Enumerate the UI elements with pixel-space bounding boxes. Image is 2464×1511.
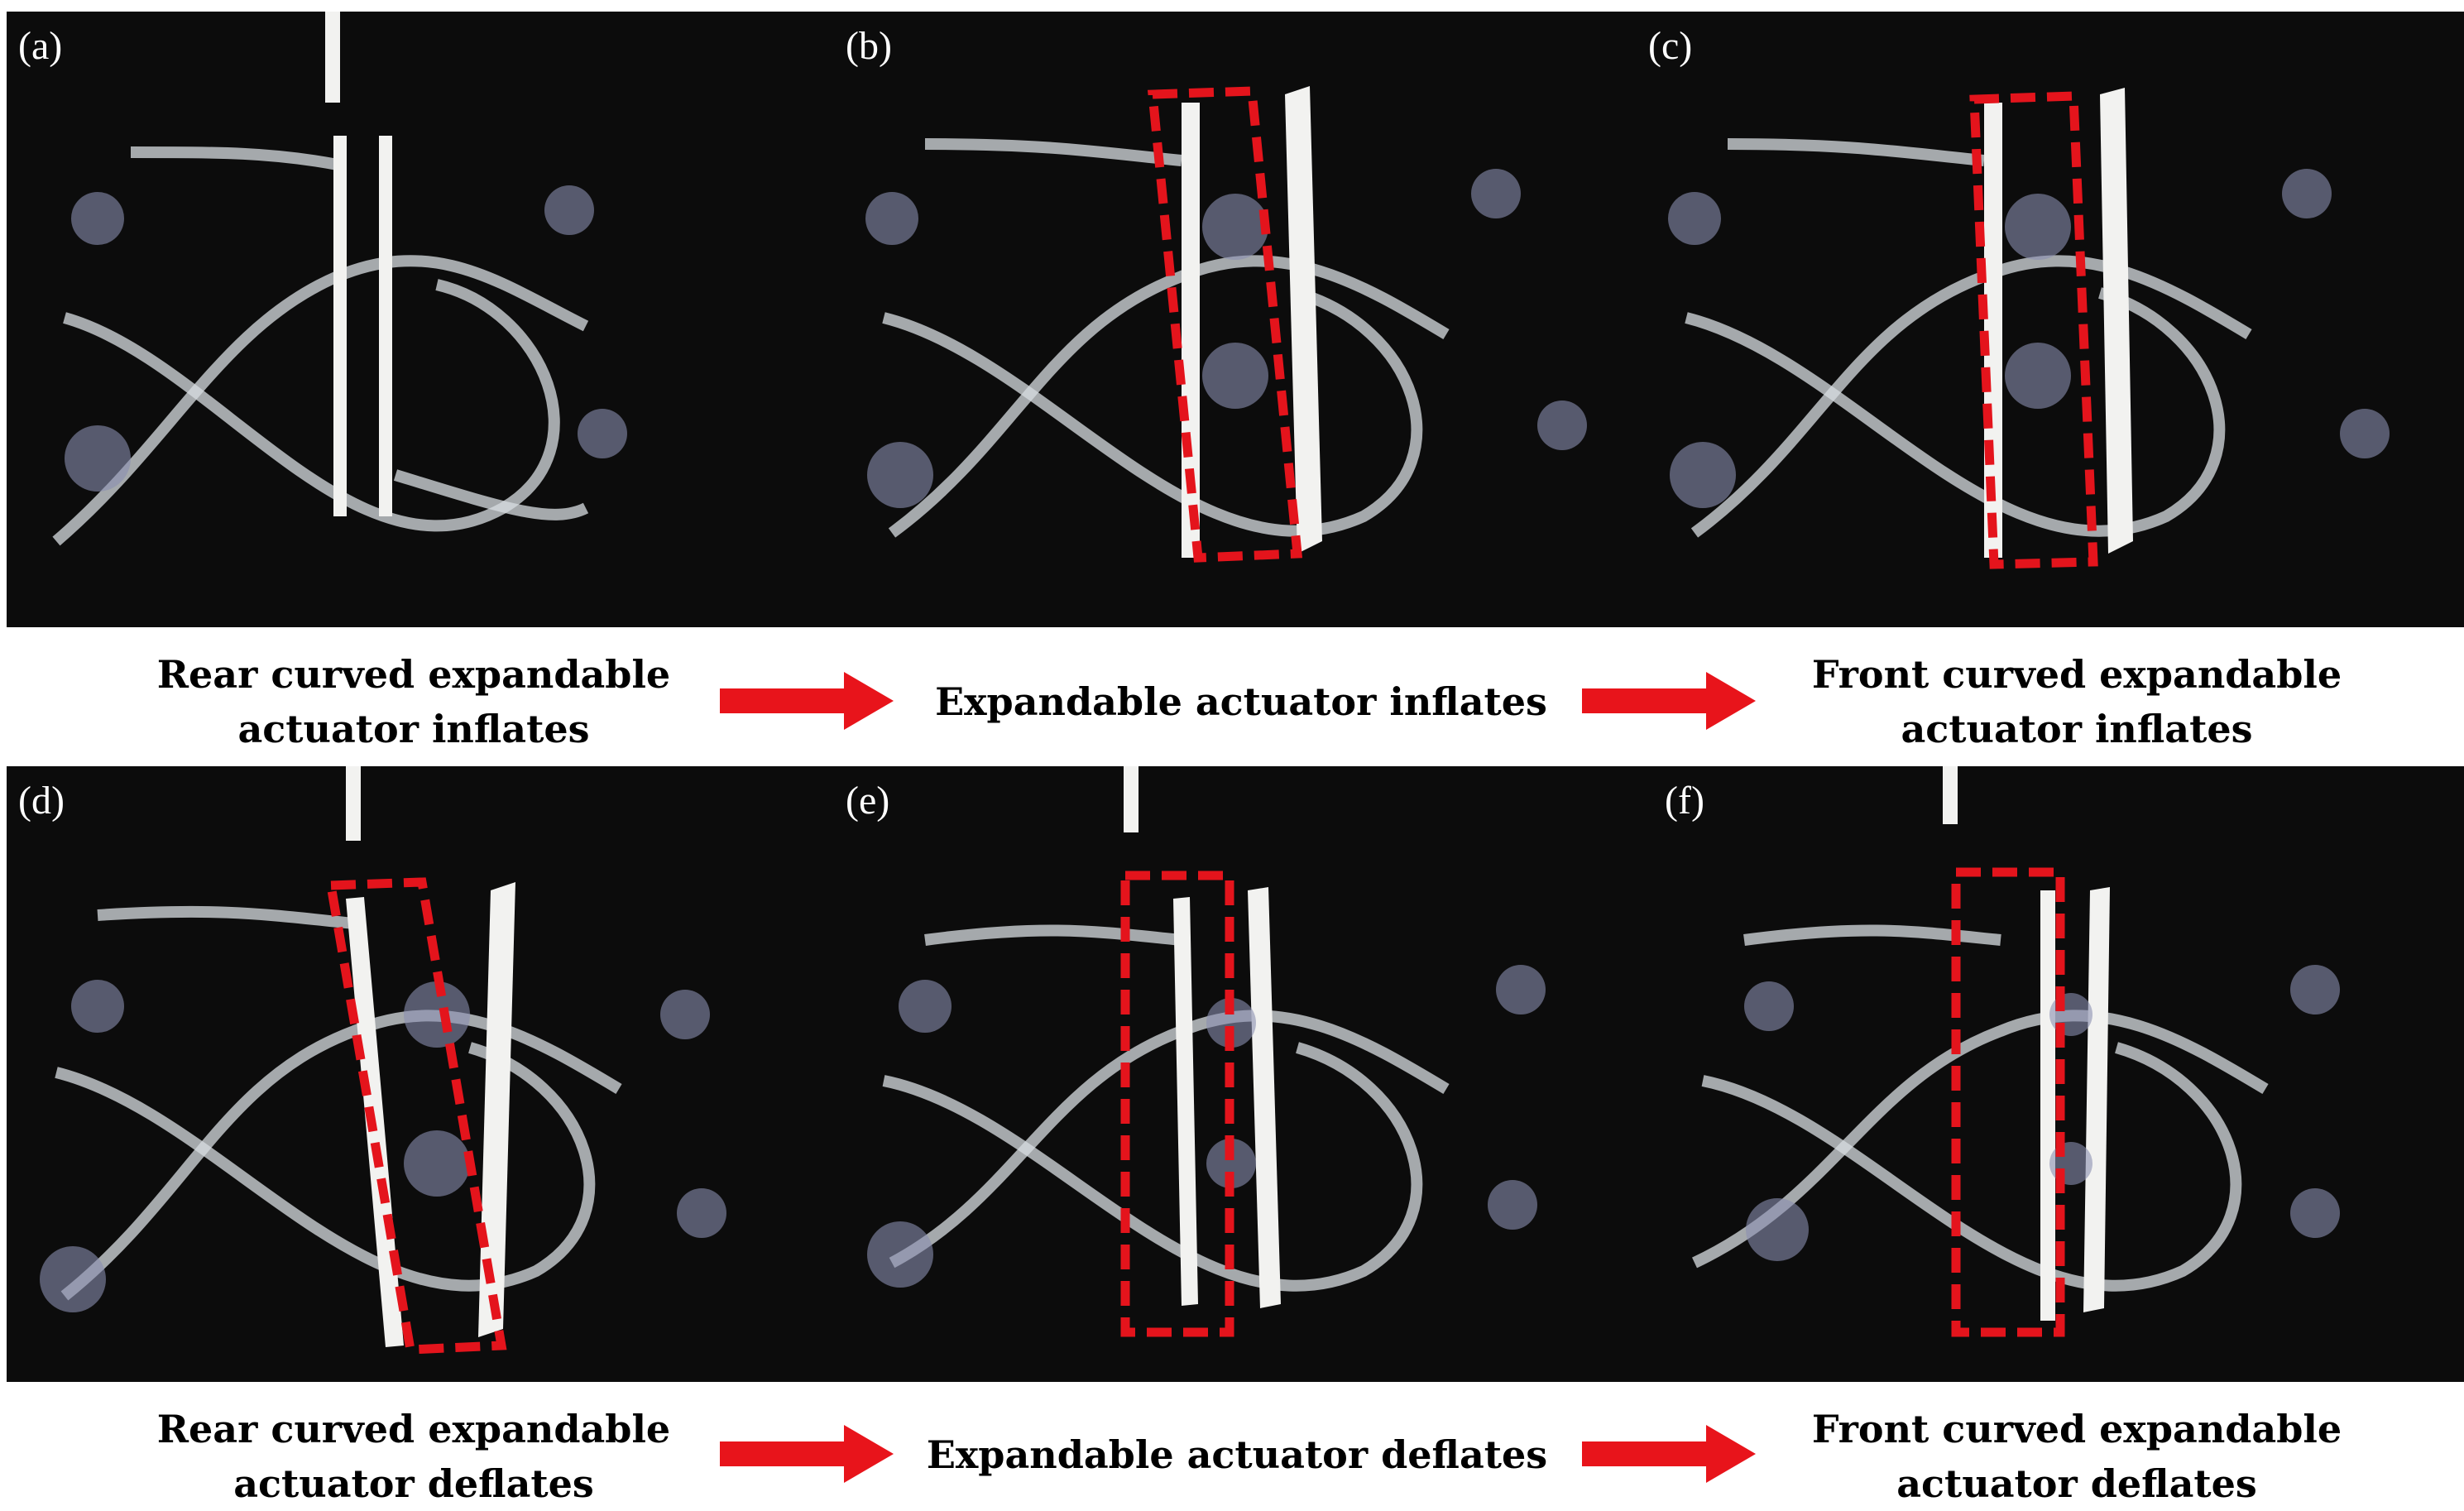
arrow-right-icon — [720, 672, 894, 730]
actuator-photo — [1692, 766, 2340, 1321]
caption-line: Front curved expandable — [1811, 652, 2342, 697]
caption-front-deflates: Front curved expandable actuator deflate… — [1738, 1402, 2416, 1511]
arrow-right-icon — [1582, 1425, 1756, 1483]
caption-rear-deflates: Rear curved expandable actuator deflates — [74, 1402, 753, 1511]
highlight-box — [1969, 91, 2098, 569]
caption-line: actuator inflates — [1901, 707, 2253, 751]
caption-line: actuator deflates — [233, 1461, 594, 1506]
caption-rear-inflates: Rear curved expandable actuator inflates — [74, 647, 753, 756]
highlight-box — [1120, 871, 1234, 1337]
actuator-photo — [52, 12, 627, 546]
panel-label: (b) — [846, 24, 892, 68]
highlight-box — [1951, 867, 2065, 1337]
actuator-photo — [40, 766, 726, 1347]
photo-panel-f: (f) — [1653, 766, 2464, 1382]
panel-label: (a) — [18, 24, 63, 68]
actuator-photo — [1668, 88, 2390, 558]
photo-panel-b: (b) — [834, 12, 1663, 627]
arrow-right-icon — [1582, 672, 1756, 730]
caption-line: actuator inflates — [237, 707, 590, 751]
caption-line: Rear curved expandable — [156, 1407, 671, 1451]
photo-panel-e: (e) — [834, 766, 1663, 1382]
caption-line: actuator deflates — [1896, 1461, 2257, 1506]
caption-expandable-deflates: Expandable actuator deflates — [894, 1427, 1580, 1482]
caption-front-inflates: Front curved expandable actuator inflate… — [1738, 647, 2416, 756]
panel-label: (f) — [1665, 779, 1704, 823]
panel-label: (c) — [1648, 24, 1693, 68]
caption-expandable-inflates: Expandable actuator inflates — [902, 674, 1580, 729]
photo-panel-a: (a) — [7, 12, 836, 627]
arrow-right-icon — [720, 1425, 894, 1483]
caption-line: Rear curved expandable — [156, 652, 671, 697]
caption-line: Expandable actuator inflates — [935, 679, 1547, 724]
actuator-photo — [865, 86, 1587, 558]
photo-panel-d: (d) — [7, 766, 836, 1382]
highlight-box — [325, 877, 507, 1355]
highlight-box — [1147, 86, 1303, 563]
panel-label: (d) — [18, 779, 65, 823]
caption-line: Expandable actuator deflates — [926, 1432, 1548, 1477]
photo-panel-c: (c) — [1637, 12, 2464, 627]
panel-label: (e) — [846, 779, 890, 823]
actuator-photo — [867, 766, 1546, 1308]
caption-line: Front curved expandable — [1811, 1407, 2342, 1451]
